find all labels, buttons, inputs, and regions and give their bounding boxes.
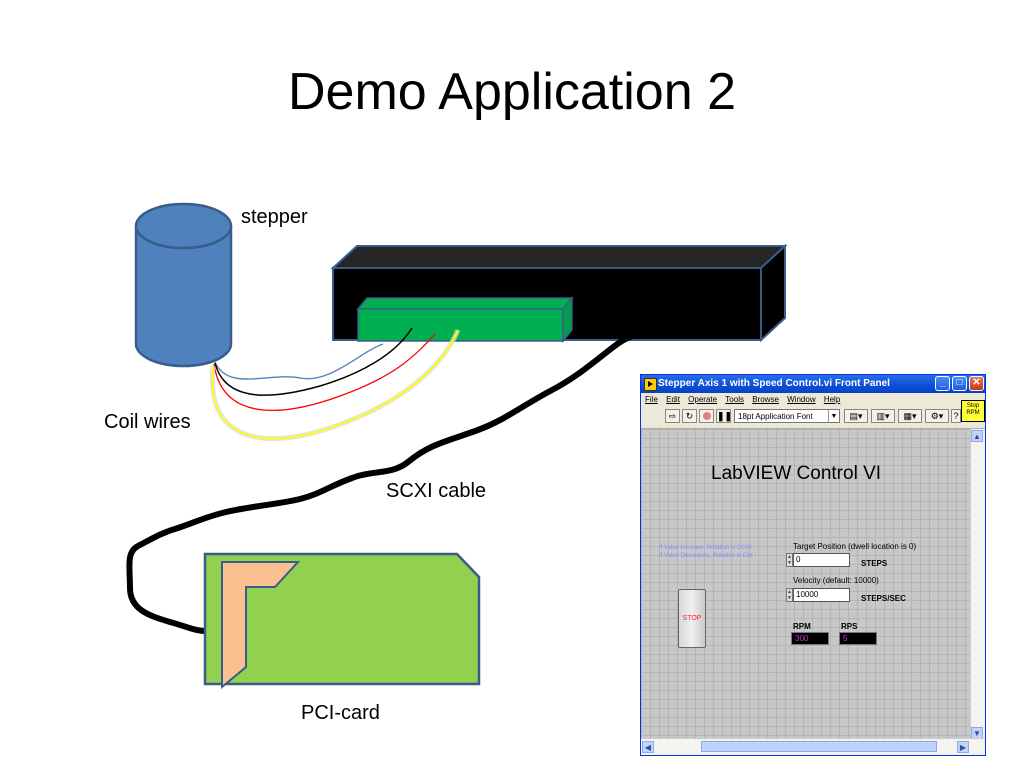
reorder-button[interactable]: ⚙▾ xyxy=(925,409,949,423)
velocity-stepper[interactable]: ▲▼ xyxy=(786,588,793,602)
pause-icon: ❚❚ xyxy=(717,411,733,421)
run-arrow-icon: ⇨ xyxy=(668,411,677,421)
abort-button[interactable] xyxy=(699,409,714,423)
reorder-icon: ⚙▾ xyxy=(930,411,944,421)
menu-edit[interactable]: Edit xyxy=(666,395,680,404)
scroll-right-icon[interactable]: ▶ xyxy=(957,741,969,753)
scxi-cable-label: SCXI cable xyxy=(386,480,487,502)
rps-indicator: 5 xyxy=(839,632,877,645)
velocity-label: Velocity (default: 10000) xyxy=(793,576,879,585)
stop-rpm-badge: Stop RPM xyxy=(961,400,985,422)
menu-help[interactable]: Help xyxy=(823,395,841,404)
velocity-unit: STEPS/SEC xyxy=(861,594,906,603)
menu-file[interactable]: File xyxy=(645,395,658,404)
pci-card-label: PCI-card xyxy=(301,702,380,724)
front-panel: LabVIEW Control VI If Value Increase, Ro… xyxy=(641,429,972,740)
toolbar: ⇨ ↻ ❚❚ 18pt Application Font ▼ ▤▾ ▥▾ ▦▾ … xyxy=(641,406,985,429)
horizontal-scrollbar[interactable]: ◀ ▶ xyxy=(641,738,985,755)
rotation-note-cw: If Value Decreases, Rotation is CW xyxy=(659,553,753,559)
horizontal-scroll-thumb[interactable] xyxy=(701,741,937,752)
labview-vi-icon xyxy=(644,378,657,391)
menu-operate[interactable]: Operate xyxy=(688,395,718,404)
distribute-icon: ▥▾ xyxy=(876,411,890,421)
scroll-left-icon[interactable]: ◀ xyxy=(642,741,654,753)
rps-label: RPS xyxy=(841,622,858,631)
vertical-scrollbar[interactable]: ▲ ▼ xyxy=(970,429,985,740)
maximize-icon: □ xyxy=(956,377,963,388)
menu-tools[interactable]: Tools xyxy=(725,395,744,404)
close-button[interactable]: ✕ xyxy=(969,376,984,391)
font-selector-value: 18pt Application Font xyxy=(738,412,813,421)
resize-icon: ▦▾ xyxy=(903,411,917,421)
font-selector[interactable]: 18pt Application Font ▼ xyxy=(734,409,840,423)
stepper-motor xyxy=(134,202,233,368)
minimize-icon: _ xyxy=(939,377,946,388)
target-position-label: Target Position (dwell location is 0) xyxy=(793,542,917,551)
align-objects-button[interactable]: ▤▾ xyxy=(844,409,868,423)
panel-heading: LabVIEW Control VI xyxy=(711,463,882,484)
window-title: Stepper Axis 1 with Speed Control.vi Fro… xyxy=(658,378,890,389)
run-continuously-icon: ↻ xyxy=(685,411,694,421)
distribute-objects-button[interactable]: ▥▾ xyxy=(871,409,895,423)
menu-window[interactable]: Window xyxy=(787,395,816,404)
slide-title: Demo Application 2 xyxy=(287,63,737,121)
increment-decrement-icon: ▲▼ xyxy=(787,554,792,566)
maximize-button[interactable]: □ xyxy=(952,376,967,391)
velocity-input[interactable]: 10000 xyxy=(793,588,850,602)
scxi-cable xyxy=(126,327,671,634)
terminal-block xyxy=(356,295,574,344)
abort-icon xyxy=(702,412,711,420)
coil-wires xyxy=(209,327,461,442)
increment-decrement-icon: ▲▼ xyxy=(787,589,792,601)
help-button[interactable]: ? xyxy=(951,409,961,423)
pause-button[interactable]: ❚❚ xyxy=(716,409,733,423)
target-position-stepper[interactable]: ▲▼ xyxy=(786,553,793,567)
minimize-button[interactable]: _ xyxy=(935,376,950,391)
scroll-up-icon[interactable]: ▲ xyxy=(971,430,983,442)
rpm-label: RPM xyxy=(793,622,811,631)
target-position-input[interactable]: 0 xyxy=(793,553,850,567)
align-icon: ▤▾ xyxy=(849,411,863,421)
menu-bar: File Edit Operate Tools Browse Window He… xyxy=(641,394,985,406)
labview-window: Stepper Axis 1 with Speed Control.vi Fro… xyxy=(640,374,986,756)
menu-browse[interactable]: Browse xyxy=(752,395,779,404)
chevron-down-icon: ▼ xyxy=(828,410,839,422)
help-icon: ? xyxy=(953,411,959,421)
coil-wires-label: Coil wires xyxy=(104,411,191,433)
run-continuously-button[interactable]: ↻ xyxy=(682,409,697,423)
run-button[interactable]: ⇨ xyxy=(665,409,680,423)
close-icon: ✕ xyxy=(972,377,981,388)
pci-card xyxy=(203,552,481,690)
stepper-label: stepper xyxy=(241,206,308,228)
window-titlebar[interactable]: Stepper Axis 1 with Speed Control.vi Fro… xyxy=(641,375,985,393)
rpm-indicator: 300 xyxy=(791,632,829,645)
stop-button[interactable]: STOP xyxy=(678,589,706,648)
rotation-note-ccw: If Value Increase, Rotation is CCW xyxy=(659,545,752,551)
resize-objects-button[interactable]: ▦▾ xyxy=(898,409,922,423)
target-position-unit: STEPS xyxy=(861,559,888,568)
